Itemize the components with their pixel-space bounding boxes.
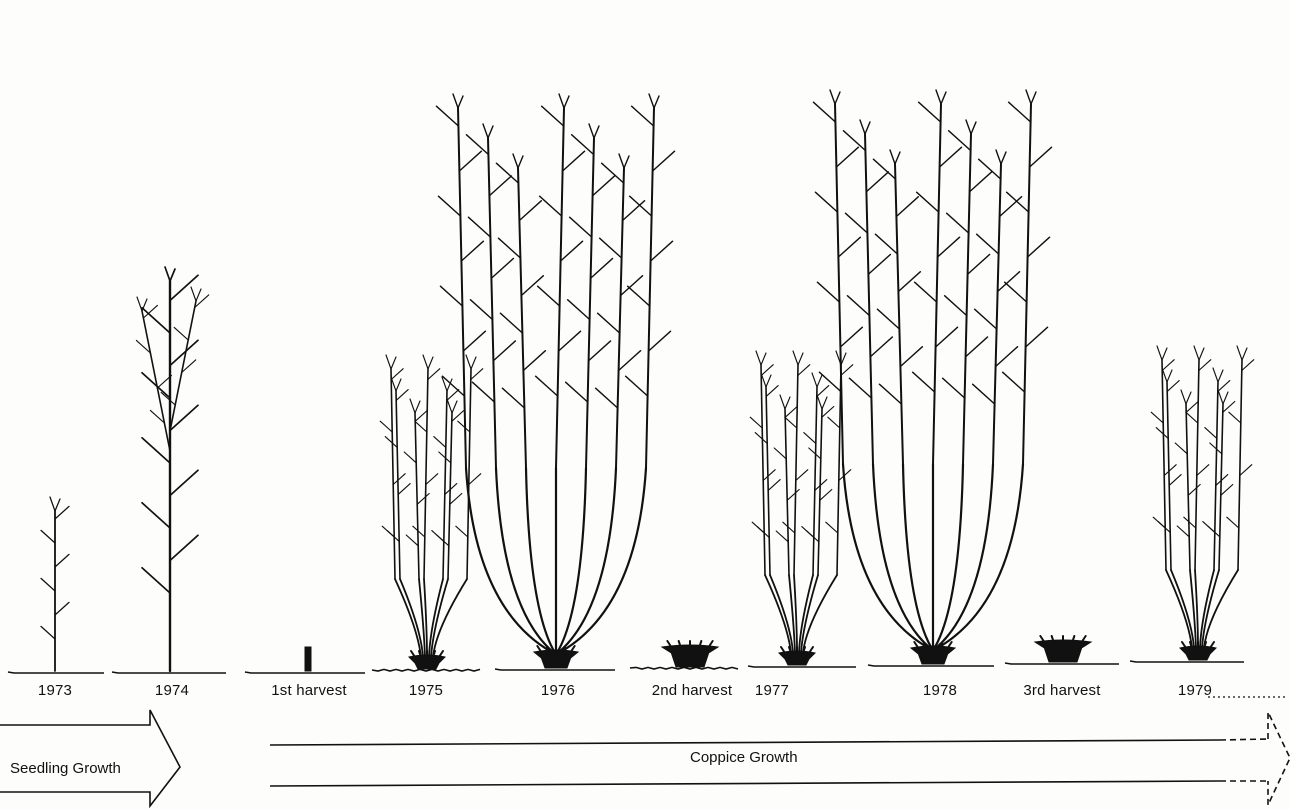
stage-label-1977: 1977 [755,682,789,699]
ground-line [868,665,994,666]
stage-label-1975: 1975 [409,682,443,699]
plant-1976 [436,94,674,668]
stage-label-1978: 1978 [923,682,957,699]
ground-line [630,667,738,669]
stage-label-1976: 1976 [541,682,575,699]
stage-label-1973: 1973 [38,682,72,699]
plant-1979 [1151,346,1254,660]
plant-1978 [813,90,1051,664]
stage-label-1979: 1979 [1178,682,1212,699]
stage-label-1st-harvest: 1st harvest [271,682,347,699]
plant-1974 [136,267,208,671]
seedling-growth-label: Seedling Growth [10,760,121,777]
ground-line [495,669,615,670]
stage-label-2nd-harvest: 2nd harvest [652,682,733,699]
plant-1973 [41,497,69,671]
ground-line [112,672,226,673]
ground-line [1130,661,1244,662]
ground-line [8,672,104,673]
plant-harvest2 [662,641,718,667]
plant-harvest3 [1035,636,1091,662]
ground-line [1005,663,1119,664]
ground-line [245,672,365,673]
ground-line [372,669,480,671]
stage-label-1974: 1974 [155,682,189,699]
ground-line [748,666,856,667]
plant-drawings [41,90,1254,671]
plant-1975 [380,355,483,669]
seedling-growth-arrow [0,710,180,806]
coppice-growth-label: Coppice Growth [690,749,798,766]
ground-lines [8,661,1244,673]
stage-label-3rd-harvest: 3rd harvest [1023,682,1100,699]
plant-1977 [750,351,853,665]
plant-harvest1 [305,647,311,671]
